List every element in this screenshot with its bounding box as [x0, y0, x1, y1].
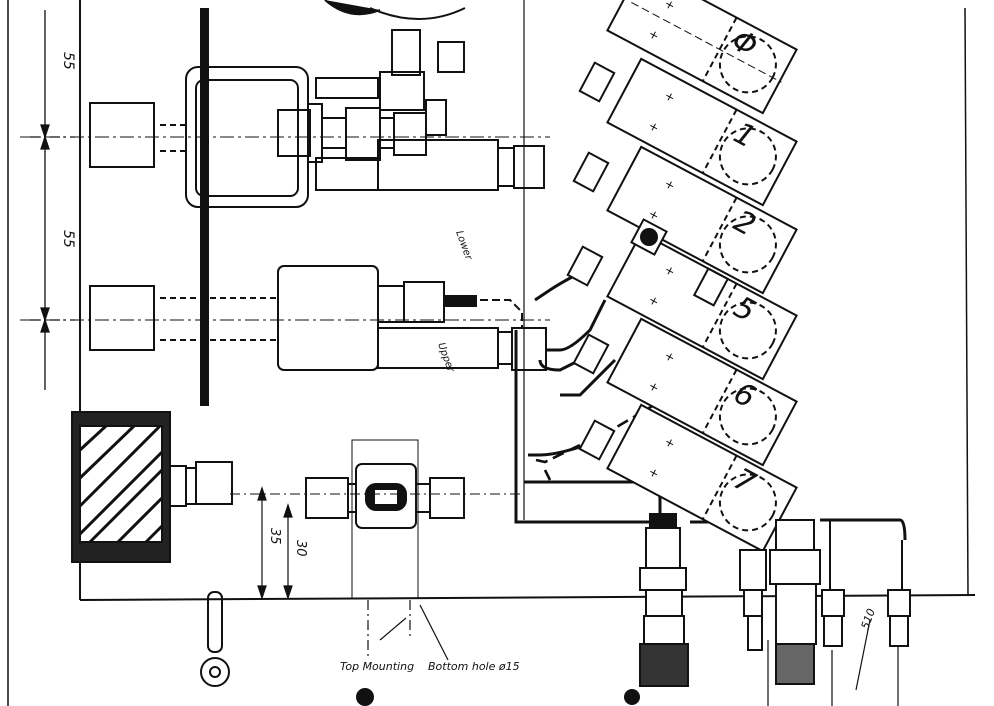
block-1: + +: [606, 57, 798, 207]
dimension-pitch-lower: 55: [60, 230, 76, 248]
block-0: + +: [606, 0, 798, 115]
clip-bracket: [200, 591, 230, 687]
filter-assembly: [71, 411, 520, 599]
row1-assembly: [20, 66, 550, 208]
mounting-leaders: [367, 600, 449, 661]
row2-cylinder: [277, 265, 379, 371]
block-7: + +: [606, 403, 798, 553]
note-upper-line: Upper: [435, 341, 456, 374]
block-2: + +: [606, 145, 798, 295]
note-bottom-hole: Bottom hole ø15: [428, 660, 520, 673]
dimension-height-left: 35: [267, 528, 282, 545]
punch-hole-right: [624, 689, 640, 705]
block-fittings: [566, 61, 730, 461]
block-6: + +: [606, 317, 798, 467]
row2-assembly: [20, 265, 550, 371]
bottom-fittings: [639, 513, 911, 687]
bottom-leaders: [767, 619, 899, 706]
row1-box: [89, 102, 155, 168]
dimension-column: [30, 10, 75, 390]
dimension-pitch-upper: 55: [60, 52, 76, 70]
note-lower-line: Lower: [453, 229, 474, 262]
row2-box: [89, 285, 155, 351]
top-partial-component: [324, 0, 466, 76]
block-stack: + + + + + + + +: [606, 0, 798, 553]
block-5: + +: [606, 231, 798, 381]
bottom-filter-element: [639, 643, 689, 687]
dimension-height-right: 30: [293, 540, 308, 557]
punch-hole-left: [356, 688, 374, 706]
note-top-mounting: Top Mounting: [340, 660, 414, 673]
dimension-small-right: 510: [859, 607, 878, 631]
dimension-heights: [257, 486, 293, 600]
